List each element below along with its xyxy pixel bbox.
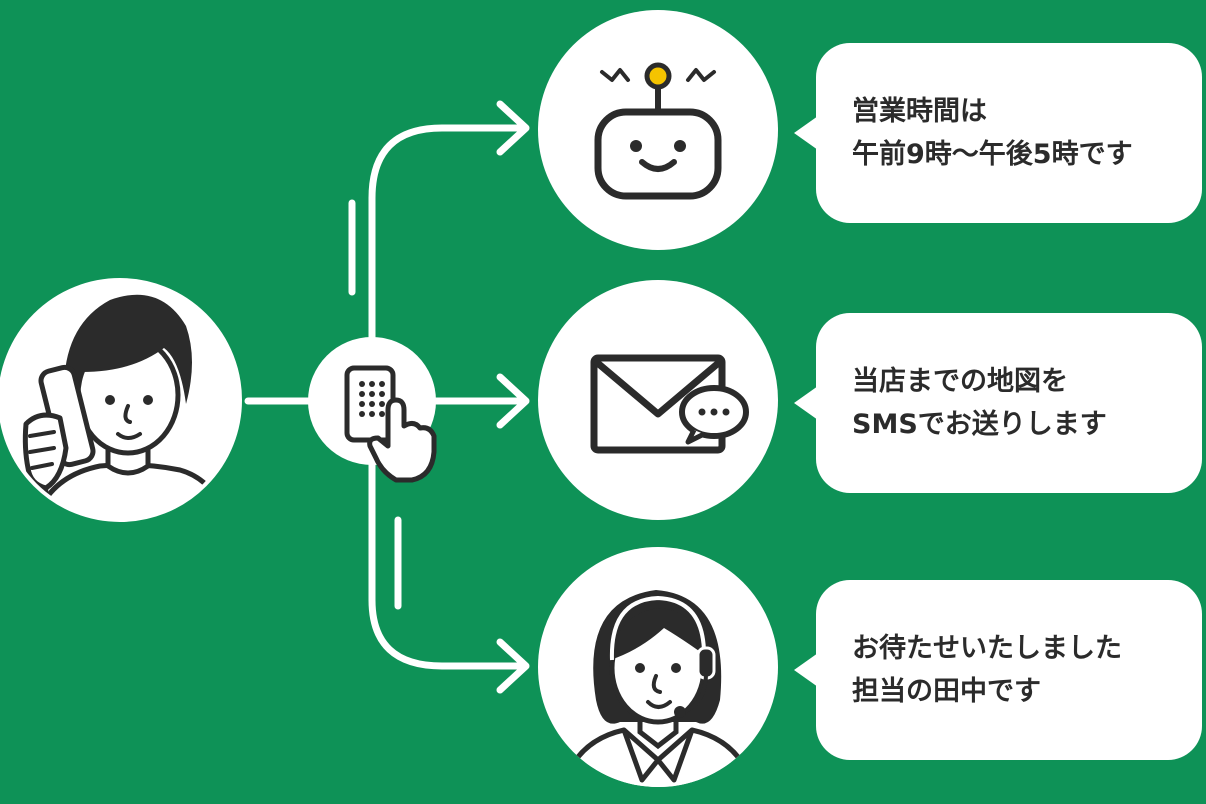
bubble-operator-line-1: お待たせいたしました (852, 633, 1122, 664)
connector-lines (244, 100, 530, 694)
operator-node (538, 547, 778, 787)
arrow-head-top (496, 100, 530, 156)
mail-node (538, 280, 778, 520)
branch-line-top (368, 124, 526, 342)
branch-line-bottom (368, 460, 526, 670)
robot-icon (594, 62, 722, 200)
arrow-head-bottom (496, 638, 530, 694)
bubble-bot-line-1: 営業時間は (852, 96, 987, 127)
speech-bubble-sms: 当店までの地図を SMSでお送りします (794, 313, 1202, 493)
arrow-head-middle (496, 373, 530, 429)
speech-bubble-operator: お待たせいたしました 担当の田中です (794, 580, 1202, 760)
envelope-chat-icon (590, 354, 749, 454)
speech-bubble-bot: 営業時間は 午前9時〜午後5時です (794, 43, 1202, 223)
bubble-sms-line-1: 当店までの地図を (852, 366, 1068, 397)
caller-node (0, 278, 242, 522)
bubble-bot-line-2: 午前9時〜午後5時です (852, 139, 1133, 170)
smartphone-tap-icon (344, 365, 437, 483)
bot-node (538, 10, 778, 250)
bubble-operator-line-2: 担当の田中です (852, 676, 1041, 707)
bubble-sms-line-2: SMSでお送りします (852, 409, 1107, 440)
phone-hub-node (308, 337, 437, 483)
